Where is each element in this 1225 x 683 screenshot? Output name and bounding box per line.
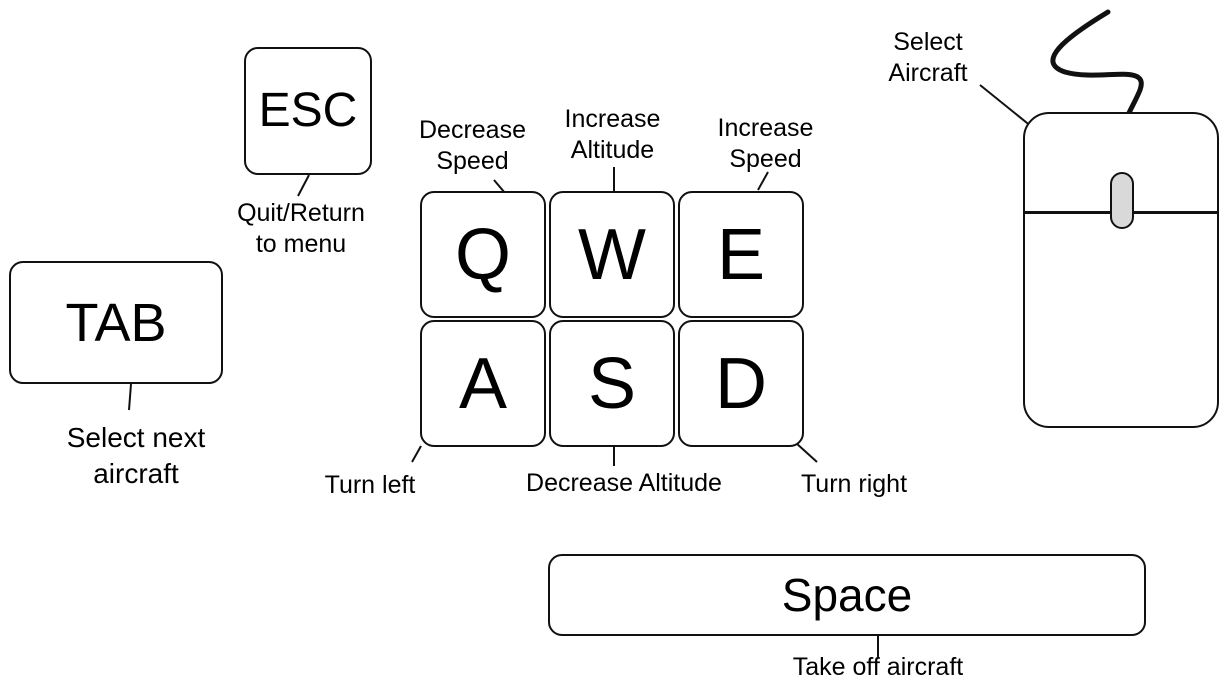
esc-connector [297, 174, 310, 197]
a-key: A [420, 320, 546, 447]
q-connector [493, 179, 506, 194]
d-description: Turn right [800, 470, 908, 498]
esc-description-line-2: to menu [255, 230, 347, 258]
w-key-label: W [578, 214, 646, 295]
mouse-left-description-line-1: Select [893, 28, 963, 56]
w-description: Increase Altitude [540, 104, 685, 166]
d-key: D [678, 320, 804, 447]
tab-key: TAB [9, 261, 223, 384]
e-key-label: E [716, 214, 766, 295]
tab-connector [128, 383, 132, 411]
q-key-label: Q [454, 214, 511, 295]
q-key: Q [420, 191, 546, 318]
esc-description-line-1: Quit/Return [237, 199, 365, 227]
e-description: Increase Speed [693, 113, 838, 175]
q-description-line-1: Decrease [419, 116, 526, 144]
a-key-label: A [458, 343, 508, 424]
mouse [1023, 112, 1219, 428]
tab-key-label: TAB [65, 292, 167, 353]
mouse-left-description: Select Aircraft [868, 27, 988, 89]
s-description: Decrease Altitude [526, 469, 722, 497]
mouse-left-button [1025, 114, 1123, 211]
esc-key-label: ESC [258, 84, 358, 137]
esc-description: Quit/Return to menu [216, 198, 386, 260]
e-connector [757, 171, 769, 191]
q-description: Decrease Speed [400, 115, 545, 177]
tab-description-line-1: Select next [66, 422, 206, 453]
a-connector [411, 445, 422, 463]
w-description-line-1: Increase [564, 105, 661, 133]
space-key: Space [548, 554, 1146, 636]
e-key: E [678, 191, 804, 318]
mouse-right-button [1123, 114, 1219, 211]
mouse-scroll-wheel [1110, 172, 1134, 229]
q-description-line-2: Speed [436, 147, 509, 175]
s-key-label: S [587, 343, 637, 424]
d-connector [795, 442, 818, 463]
space-key-label: Space [781, 569, 913, 621]
w-key: W [549, 191, 675, 318]
e-description-line-2: Speed [729, 145, 802, 173]
tab-description: Select next aircraft [36, 420, 236, 492]
s-key: S [549, 320, 675, 447]
e-description-line-1: Increase [717, 114, 814, 142]
tab-description-line-2: aircraft [93, 458, 179, 489]
esc-key: ESC [244, 47, 372, 175]
d-key-label: D [715, 343, 767, 424]
space-description: Take off aircraft [792, 653, 964, 681]
mouse-left-description-line-2: Aircraft [888, 59, 968, 87]
a-description: Turn left [324, 471, 416, 499]
w-description-line-2: Altitude [570, 136, 655, 164]
